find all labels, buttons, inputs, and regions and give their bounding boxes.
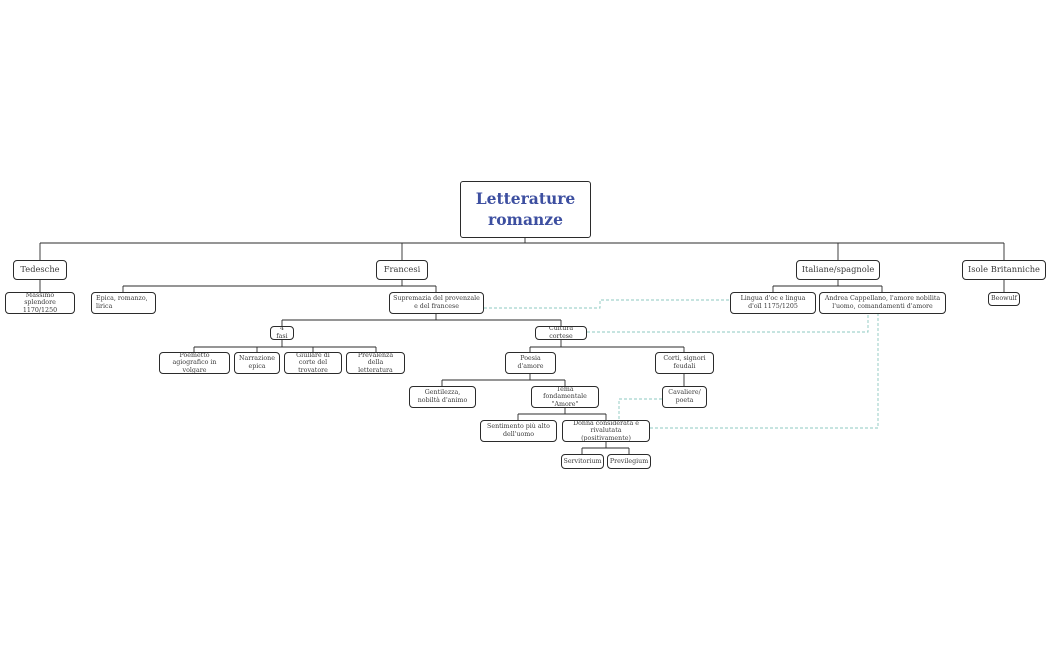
topic-label: Lingua d'oc e lingua d'oïl 1175/1205 [740,295,806,310]
topic-label: Sentimento più alto dell'uomo [487,423,550,438]
topic-prevalenza-letteratura[interactable]: Prevalenza della letteratura [346,352,405,374]
topic-label: Previlegium [609,457,649,465]
topic-label: Gentilezza, nobiltà d'animo [417,389,468,404]
topic-label: Poesia d'amore [517,355,544,370]
relationship-link [587,314,869,333]
topic-giullare-di-corte[interactable]: Giullare di corte del trovatore [284,352,342,374]
relationship-links [484,299,879,429]
topic-gentilezza[interactable]: Gentilezza, nobiltà d'animo [409,386,476,408]
topic-label: Andrea Cappellano, l'amore nobilita l'uo… [824,295,941,310]
topic-label: Giullare di corte del trovatore [296,352,330,374]
topic-label: Francesi [383,264,421,275]
topic-supremazia[interactable]: Supremazia del provenzale e del francese [389,292,484,314]
topic-narrazione-epica[interactable]: Narrazione epica [234,352,280,374]
topic-epica-romanzo-lirica[interactable]: Epica, romanzo, lirica [91,292,156,314]
topic-label: 4 fasi [276,326,288,340]
topic-sentimento[interactable]: Sentimento più alto dell'uomo [480,420,557,442]
topic-label: Epica, romanzo, lirica [96,295,148,310]
topic-label: Tema fondamentale "Amore" [543,386,587,408]
topic-label: Italiane/spagnole [801,264,875,275]
topic-label: Massimo splendore 1170/1250 [22,292,58,314]
topic-donna-considerata[interactable]: Donna considerata e rivalutata (positiva… [562,420,650,442]
topic-label: Beowulf [991,295,1017,303]
topic-label: Prevalenza della letteratura [357,352,394,374]
topic-label: Narrazione epica [239,355,275,370]
relationship-link [484,299,730,309]
topic-poesia-amore[interactable]: Poesia d'amore [505,352,556,374]
topic-label: Supremazia del provenzale e del francese [393,295,480,310]
topic-servitorium[interactable]: Servitorium [561,454,604,469]
topic-andrea-cappellano[interactable]: Andrea Cappellano, l'amore nobilita l'uo… [819,292,946,314]
topic-cultura-cortese[interactable]: Cultura cortese [535,326,587,340]
topic-label: Cultura cortese [548,326,574,340]
topic-label: Cavaliere/ poeta [668,389,701,404]
relationship-link [650,314,879,429]
topic-massimo-splendore[interactable]: Massimo splendore 1170/1250 [5,292,75,314]
topic-isole-britanniche[interactable]: Isole Britanniche [962,260,1046,280]
topic-label: Isole Britanniche [968,264,1040,275]
topic-label: Servitorium [563,457,602,465]
topic-beowulf[interactable]: Beowulf [988,292,1020,306]
topic-cavaliere-poeta[interactable]: Cavaliere/ poeta [662,386,707,408]
topic-tedesche[interactable]: Tedesche [13,260,67,280]
topic-corti-signori-feudali[interactable]: Corti, signori feudali [655,352,714,374]
topic-tema-fondamentale[interactable]: Tema fondamentale "Amore" [531,386,599,408]
topic-italiane-spagnole[interactable]: Italiane/spagnole [796,260,880,280]
topic-4-fasi[interactable]: 4 fasi [270,326,294,340]
topic-francesi[interactable]: Francesi [376,260,428,280]
tree-connectors [39,237,1005,454]
root-topic-label: Letterature romanze [475,188,576,229]
topic-label: Corti, signori feudali [663,355,706,370]
topic-label: Tedesche [20,264,60,275]
topic-label: Poemetto agiografico in volgare [172,352,217,374]
topic-poemetto-agiografico[interactable]: Poemetto agiografico in volgare [159,352,230,374]
root-topic[interactable]: Letterature romanze [460,181,591,238]
topic-lingua-oc-oil[interactable]: Lingua d'oc e lingua d'oïl 1175/1205 [730,292,816,314]
topic-label: Donna considerata e rivalutata (positiva… [573,420,639,442]
topic-previlegium[interactable]: Previlegium [607,454,651,469]
relationship-link [618,398,662,420]
